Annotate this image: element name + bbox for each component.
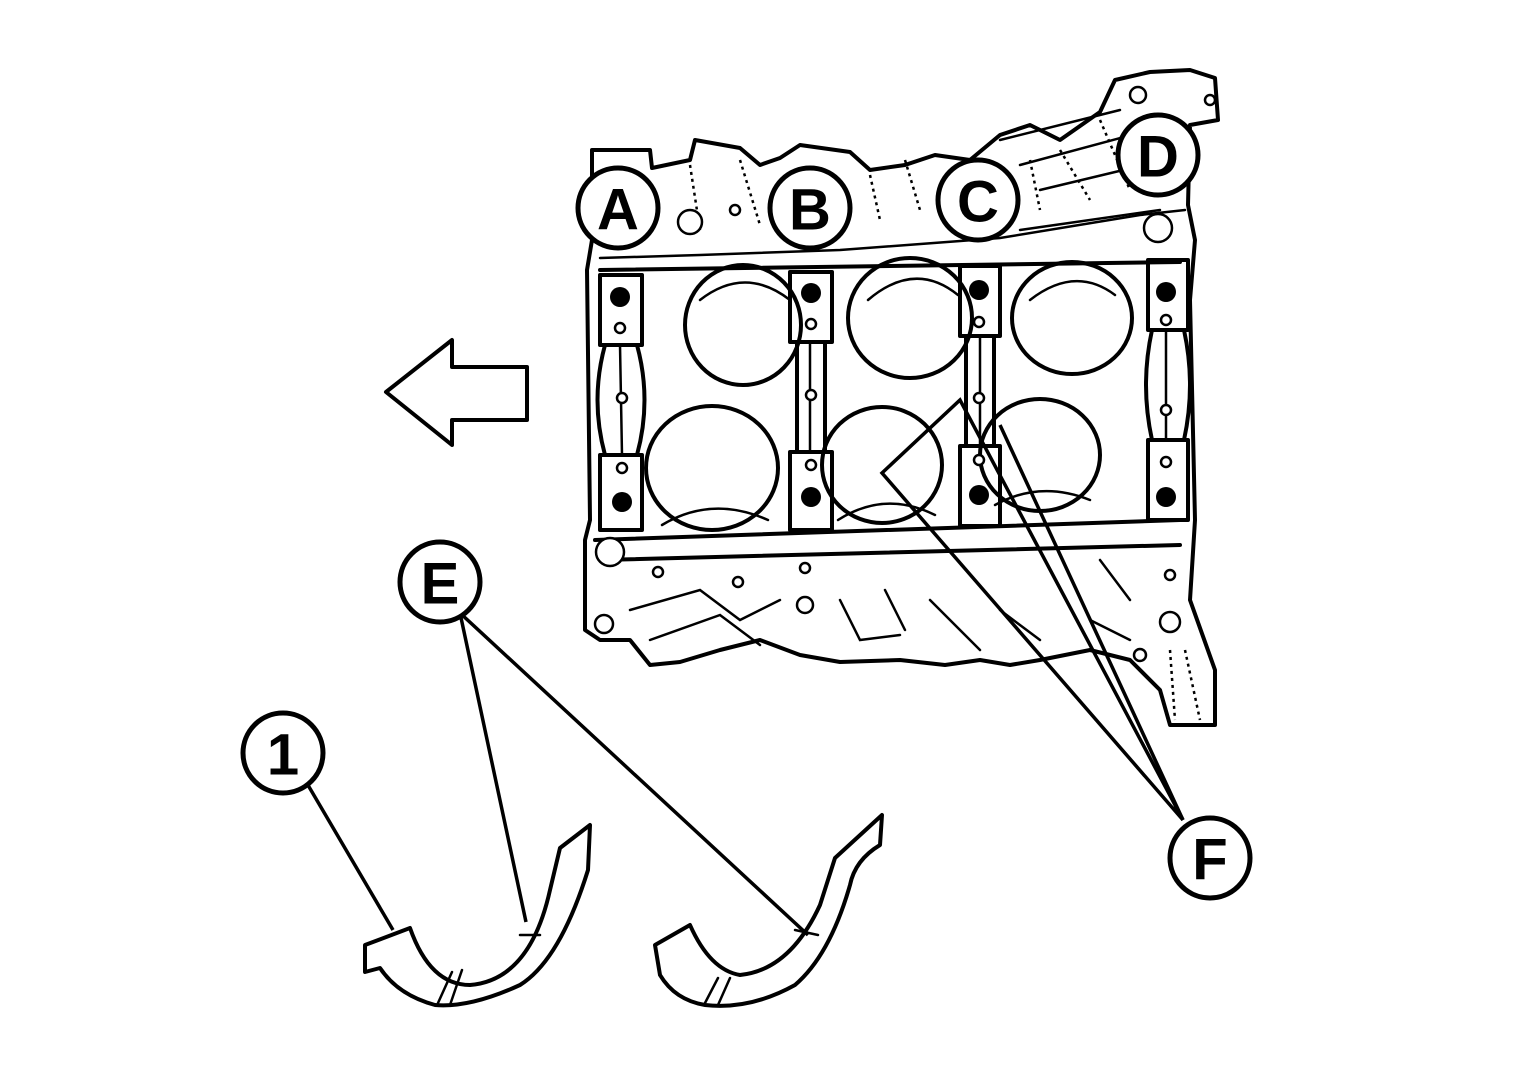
callout-f: F bbox=[1167, 815, 1253, 901]
bearing-cap-a bbox=[595, 273, 647, 532]
callout-b-label: B bbox=[789, 178, 831, 243]
callout-c: C bbox=[935, 157, 1021, 243]
callout-e-label: E bbox=[421, 552, 460, 617]
callout-d: D bbox=[1115, 112, 1201, 198]
callout-d-label: D bbox=[1137, 125, 1179, 190]
thrust-bearing-left bbox=[363, 823, 592, 1008]
callout-a: A bbox=[575, 165, 661, 251]
callout-e: E bbox=[397, 539, 483, 625]
cylinder-block bbox=[583, 68, 1220, 727]
bearing-cap-c bbox=[958, 264, 1002, 528]
arrow-left-icon bbox=[384, 338, 529, 447]
callout-1: 1 bbox=[240, 710, 326, 796]
callout-c-label: C bbox=[957, 170, 999, 235]
leader-lines bbox=[303, 397, 1185, 937]
bearing-cap-b bbox=[788, 270, 834, 532]
callout-1-label: 1 bbox=[267, 723, 299, 788]
bearing-cap-d bbox=[1144, 258, 1192, 522]
callout-a-label: A bbox=[597, 178, 639, 243]
callout-f-label: F bbox=[1192, 828, 1227, 893]
callout-b: B bbox=[767, 165, 853, 251]
thrust-bearing-right bbox=[653, 813, 884, 1008]
